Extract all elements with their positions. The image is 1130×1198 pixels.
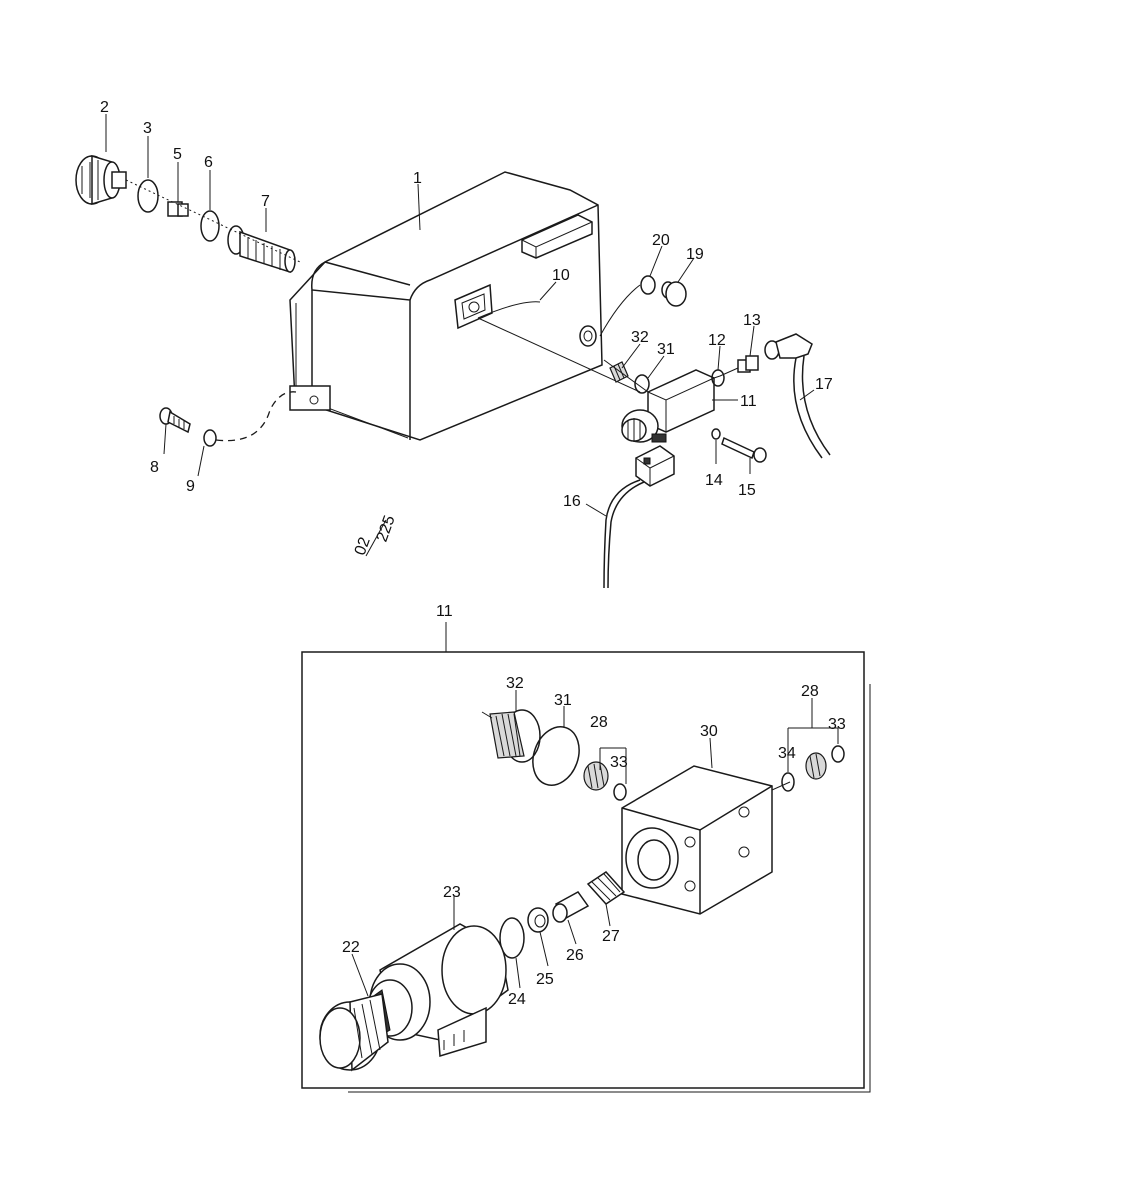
tank-vent-block [521, 214, 593, 259]
hose-17 [793, 357, 823, 459]
detail-leader-lines [351, 690, 839, 997]
callout-16: 16 [563, 493, 581, 510]
callout-1: 1 [413, 170, 422, 187]
callout-d24: 24 [508, 991, 526, 1008]
callout-3: 3 [143, 120, 152, 137]
connector-16 [635, 445, 675, 487]
callout-11: 11 [740, 393, 757, 410]
screw-path [215, 391, 297, 442]
callout-20: 20 [652, 232, 670, 249]
fitting-5 [167, 201, 189, 217]
knob-22 [319, 979, 413, 1072]
callouts-main: 2 3 5 6 7 1 10 20 19 32 31 12 13 17 11 1… [100, 99, 833, 510]
callout-d28b: 28 [801, 683, 819, 700]
tank-body [289, 171, 603, 441]
filler-cap [75, 154, 127, 206]
seal-33-right [831, 745, 845, 763]
valve-assembly-11 [621, 369, 715, 443]
level-gauge-window [454, 283, 493, 330]
callout-d30: 30 [700, 723, 718, 740]
spring-27 [586, 871, 626, 905]
callout-d31: 31 [554, 692, 572, 709]
washer-9 [203, 429, 217, 447]
cable-16 [603, 479, 641, 589]
callout-8: 8 [150, 459, 159, 476]
o-ring-3 [137, 179, 159, 213]
callout-9: 9 [186, 478, 195, 495]
o-ring-31 [532, 726, 580, 786]
callout-d33b: 33 [828, 716, 846, 733]
spool-26 [552, 891, 590, 923]
leader-lines [105, 114, 815, 517]
hose-elbow [764, 333, 813, 360]
callout-d22: 22 [342, 939, 360, 956]
washer-25 [527, 907, 549, 933]
seal-33-left [613, 783, 627, 801]
return-port-fitting [579, 325, 597, 347]
callout-15: 15 [738, 482, 756, 499]
filter-28-left [583, 761, 609, 791]
callout-12: 12 [708, 332, 726, 349]
detail-title: 11 [436, 603, 453, 620]
seal-20 [640, 275, 656, 295]
plug-19 [661, 281, 687, 307]
callout-d28a: 28 [590, 714, 608, 731]
callout-d26: 26 [566, 947, 584, 964]
callout-10: 10 [552, 267, 570, 284]
bolt-15 [721, 436, 767, 463]
o-ring-24 [499, 917, 525, 959]
reference-code-bottom: 225 [374, 513, 399, 544]
callout-5: 5 [173, 146, 182, 163]
callout-6: 6 [204, 154, 213, 171]
washer-14 [711, 428, 721, 440]
callout-d23: 23 [443, 884, 461, 901]
callout-d27: 27 [602, 928, 620, 945]
detail-view-11: 11 [301, 603, 871, 1093]
strainer-7 [227, 225, 296, 274]
callout-d25: 25 [536, 971, 554, 988]
callout-13: 13 [743, 312, 761, 329]
callout-d33a: 33 [610, 754, 628, 771]
callout-d34: 34 [778, 745, 796, 762]
callout-14: 14 [705, 472, 723, 489]
filter-32 [481, 709, 541, 763]
callout-7: 7 [261, 193, 270, 210]
reference-code: 02 225 [352, 513, 399, 558]
screw-8 [159, 407, 191, 434]
callout-2: 2 [100, 99, 109, 116]
callout-d32: 32 [506, 675, 524, 692]
reference-code-top: 02 [352, 535, 374, 558]
callout-32: 32 [631, 329, 649, 346]
callout-31: 31 [657, 341, 675, 358]
valve-body-30 [621, 765, 773, 915]
fitting-13 [737, 355, 759, 373]
washer-6 [200, 210, 220, 242]
callout-17: 17 [815, 376, 833, 393]
filter-28-right [805, 752, 827, 780]
seal-34 [781, 772, 795, 792]
o-ring-31-small [634, 374, 650, 394]
filter-32-small [609, 361, 629, 383]
callout-19: 19 [686, 246, 704, 263]
